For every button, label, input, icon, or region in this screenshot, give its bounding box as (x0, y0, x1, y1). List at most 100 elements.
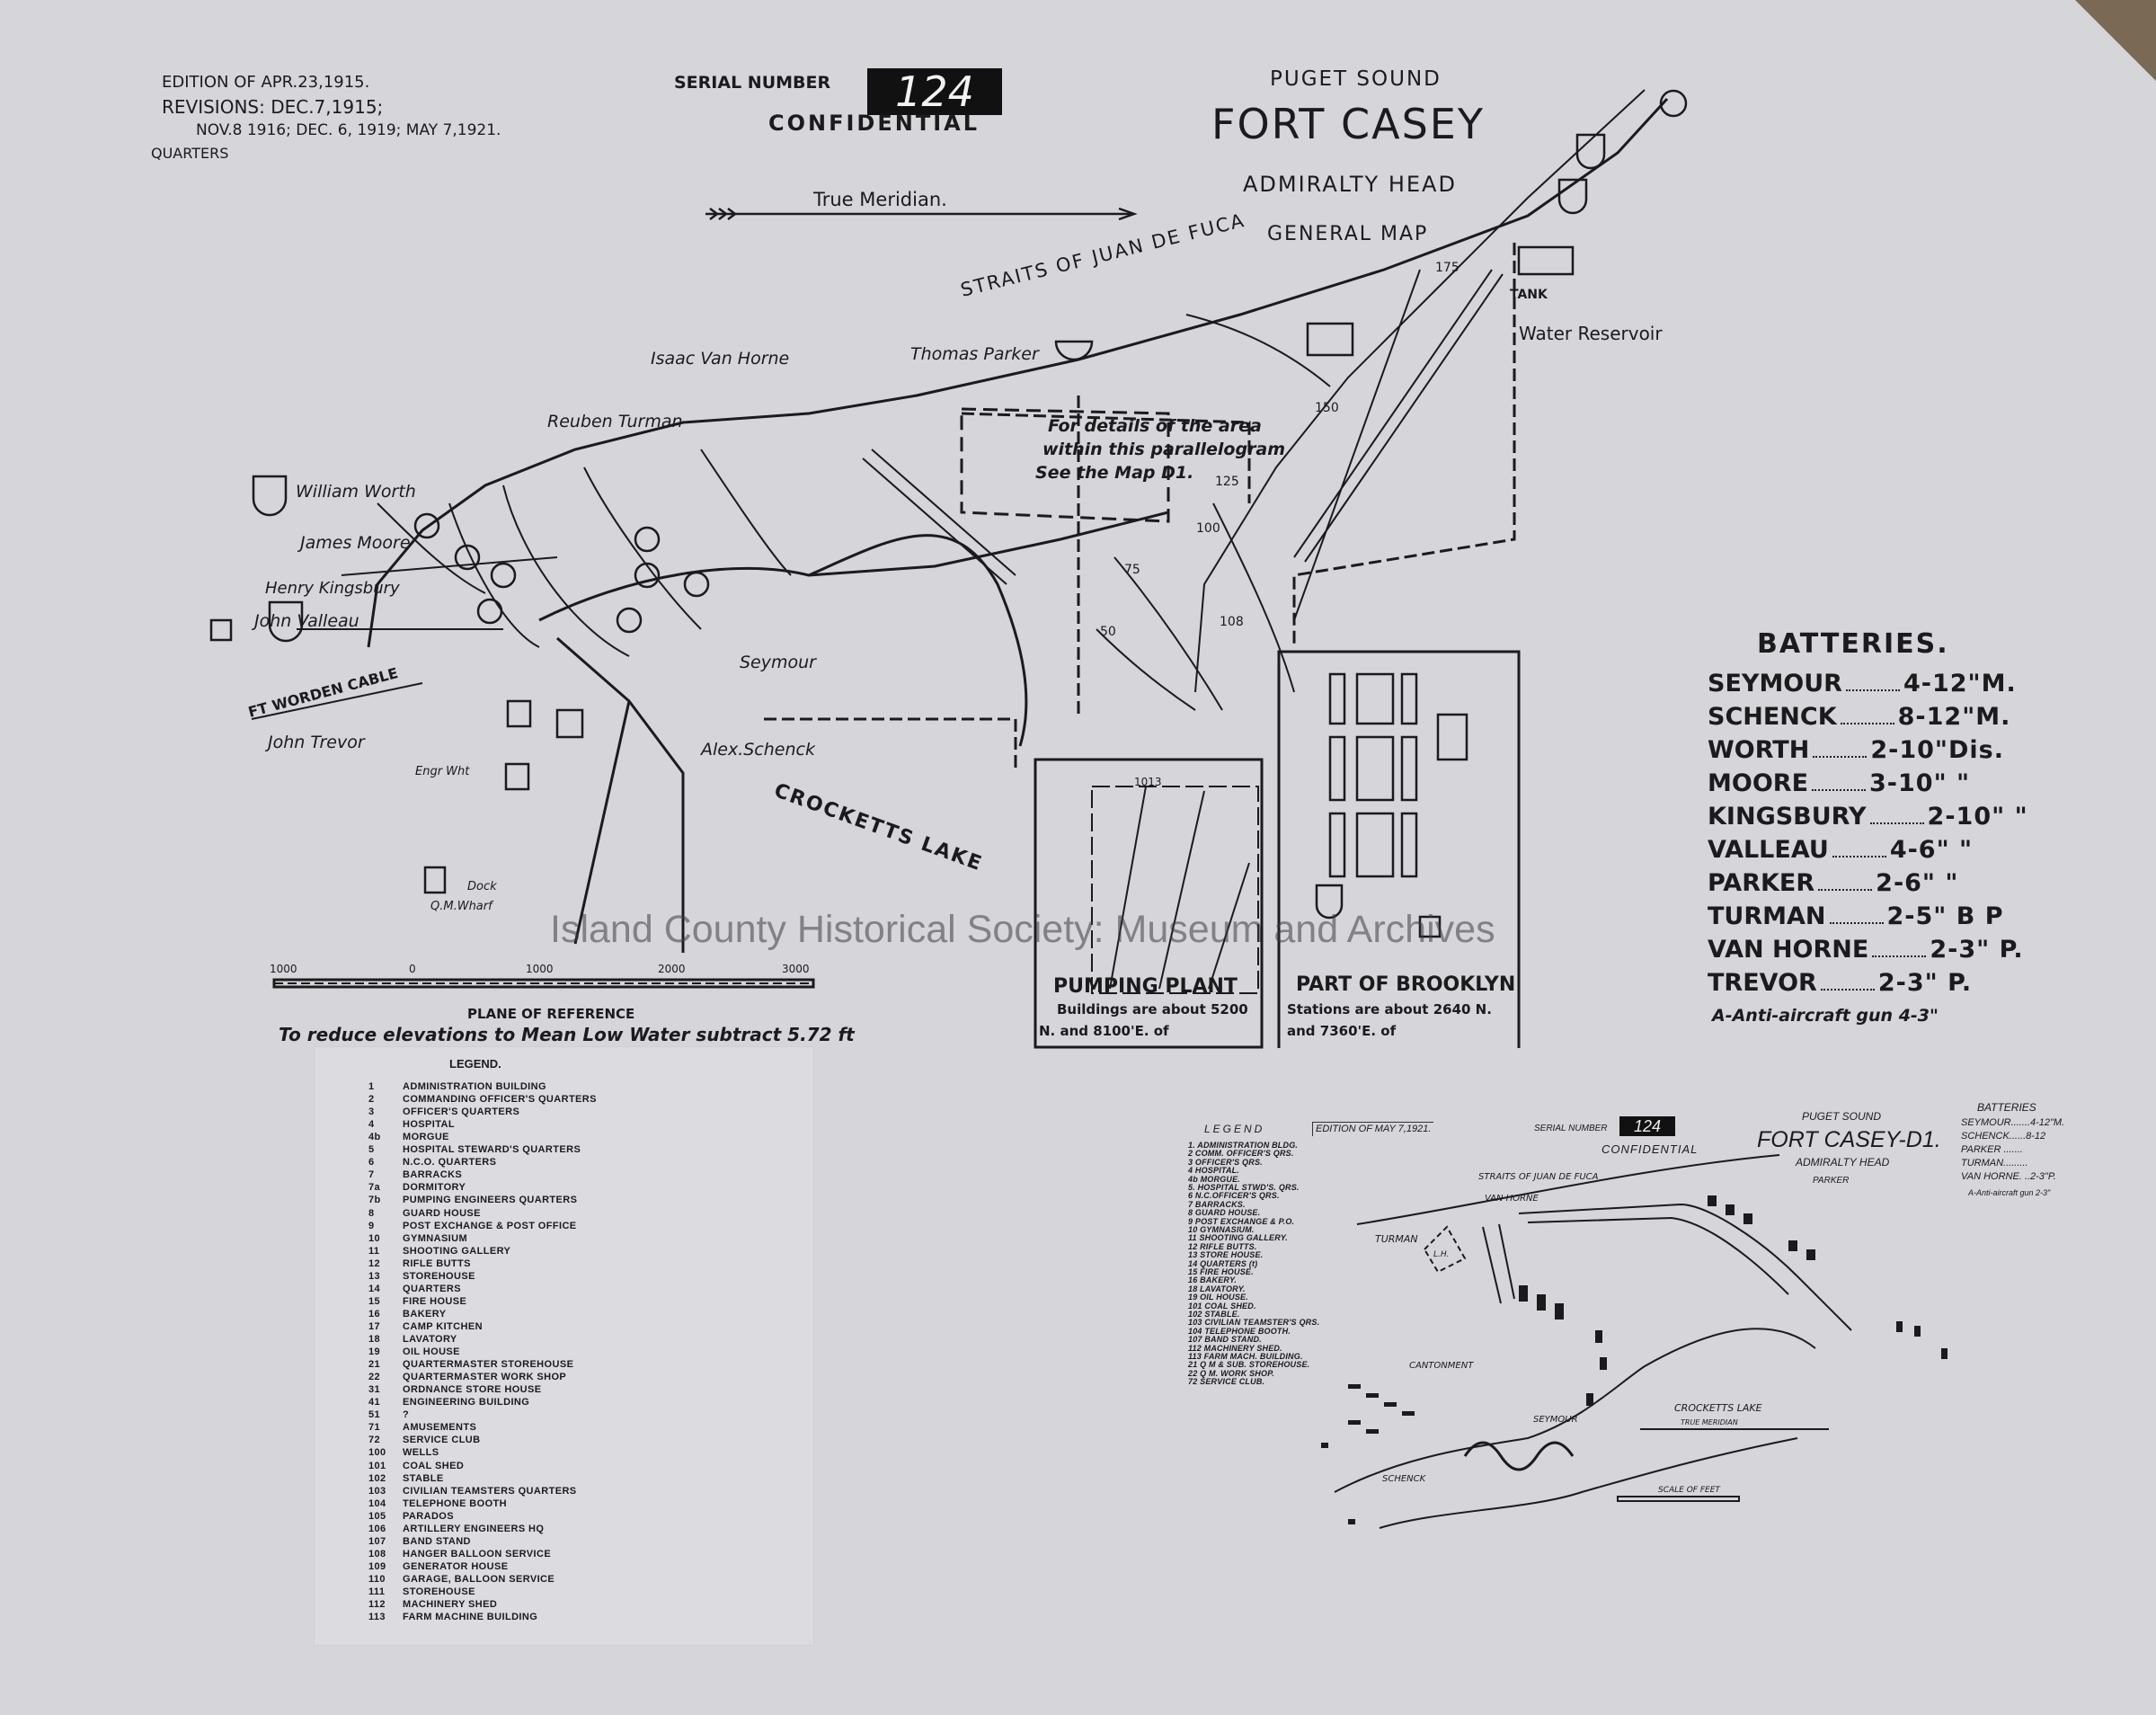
inset-boxes (1034, 650, 1521, 1049)
inset-legend-item: 112 MACHINERY SHED. (1188, 1343, 1282, 1353)
battery-symbols (209, 89, 1688, 894)
legend-item-number: 3 (368, 1106, 375, 1118)
legend-item-number: 22 (368, 1372, 381, 1383)
road-south (556, 636, 685, 953)
batteries-title: BATTERIES. (1757, 628, 1949, 660)
inset-legend-item: 2 COMM. OFFICER'S QRS. (1188, 1149, 1294, 1159)
water-reservoir-label: Water Reservoir (1519, 323, 1663, 344)
scale-tick: 1000 (526, 963, 554, 975)
legend-item-number: 102 (368, 1472, 386, 1484)
battery-circle (490, 562, 517, 589)
inset-battery-row: TURMAN......... (1961, 1158, 2028, 1169)
inset-cantonment-label: CANTONMENT (1409, 1361, 1474, 1371)
road-main (538, 511, 1169, 622)
legend-item-number: 18 (368, 1334, 381, 1345)
inset-legend-item: 16 BAKERY. (1188, 1275, 1238, 1285)
inset-scale-bar (1617, 1496, 1740, 1502)
lake-shore (808, 534, 1028, 747)
pumping-contour-label: 1013 (1134, 776, 1162, 788)
battery-armament: 4-12"M. (1903, 670, 2017, 698)
contour-label: 100 (1196, 521, 1220, 536)
battery-name: VALLEAU (1708, 836, 1829, 864)
legend-item-label: CAMP KITCHEN (403, 1320, 483, 1332)
worth-label: William Worth (296, 482, 416, 502)
double-road (862, 269, 1504, 585)
legend-item-number: 72 (368, 1435, 381, 1446)
details-note-1: For details of the area (1048, 416, 1262, 436)
inset-legend-item: 14 QUARTERS (t) (1188, 1258, 1258, 1268)
legend-item-label: HOSPITAL (403, 1119, 455, 1131)
legend-item-number: 11 (368, 1245, 380, 1257)
parallelogram (960, 407, 1170, 523)
battery-leader (1845, 689, 1900, 691)
legend-item-label: ADMINISTRATION BUILDING (403, 1081, 546, 1092)
anti-aircraft-note: A-Anti-aircraft gun 4-3" (1712, 1006, 1939, 1026)
inset-crocketts-lake-label: CROCKETTS LAKE (1674, 1402, 1762, 1414)
moore-label: James Moore (297, 533, 411, 553)
legend-item-label: ARTILLERY ENGINEERS HQ (403, 1523, 545, 1534)
inset-legend-item: 104 TELEPHONE BOOTH. (1188, 1326, 1291, 1336)
legend-item-label: OFFICER'S QUARTERS (403, 1106, 520, 1118)
map-subtitle: ADMIRALTY HEAD (1243, 172, 1457, 197)
inset-legend-item: 7 BARRACKS. (1188, 1199, 1246, 1209)
inset-roads (1482, 1203, 1852, 1331)
legend-item-label: STABLE (403, 1472, 444, 1484)
battery-leader (1829, 922, 1884, 924)
building-box (555, 708, 584, 739)
legend-item-label: STOREHOUSE (403, 1270, 475, 1282)
legend-item-number: 71 (368, 1422, 381, 1434)
inset-legend-item: 19 OIL HOUSE. (1188, 1293, 1248, 1302)
legend-item-number: 109 (368, 1560, 386, 1572)
inset-serpentine-road (1463, 1441, 1575, 1471)
inset-true-meridian-label: TRUE MERIDIAN (1681, 1418, 1738, 1426)
inset-legend-item: 4 HOSPITAL. (1188, 1166, 1240, 1176)
shield-60-n (1557, 178, 1588, 215)
inset-buildings (1321, 1195, 1947, 1524)
battery-leader (1872, 955, 1927, 957)
details-note-2: within this parallelogram (1043, 440, 1285, 459)
battery-armament: 2-10" " (1927, 803, 2028, 831)
map-type: GENERAL MAP (1267, 223, 1429, 245)
inset-legend-item: 1. ADMINISTRATION BLDG. (1188, 1141, 1299, 1150)
legend-item-label: HANGER BALLOON SERVICE (403, 1548, 552, 1559)
brooklyn-buildings (1315, 672, 1468, 938)
legend-item-label: PARADOS (403, 1510, 454, 1522)
scale-tick: 3000 (782, 963, 810, 975)
battery-name: MOORE (1708, 769, 1809, 797)
legend-item-label: QUARTERS (403, 1283, 461, 1294)
inset-confidential: CONFIDENTIAL (1601, 1142, 1699, 1156)
brooklyn-note-1: Stations are about 2640 N. (1287, 1001, 1492, 1017)
battery-name: SEYMOUR (1708, 670, 1842, 698)
shield-60-n (1575, 133, 1606, 170)
legend-item-label: GUARD HOUSE (403, 1207, 481, 1219)
inset-legend-item: 8 GUARD HOUSE. (1188, 1208, 1261, 1218)
legend-item-label: RIFLE BUTTS (403, 1257, 471, 1269)
region-label: PUGET SOUND (1270, 67, 1442, 91)
b9-b8-building (1306, 322, 1354, 357)
inset-batteries-title: BATTERIES (1977, 1101, 2036, 1114)
legend-item-label: COMMANDING OFFICER'S QUARTERS (403, 1094, 597, 1106)
legend-item-label: GENERATOR HOUSE (403, 1560, 509, 1572)
legend-item-number: 21 (368, 1359, 381, 1371)
legend-item-number: 41 (368, 1397, 381, 1408)
legend-item-label: BARRACKS (403, 1169, 463, 1181)
inset-legend-item: 11 SHOOTING GALLERY. (1188, 1233, 1288, 1243)
inset-seymour-label: SEYMOUR (1533, 1415, 1578, 1425)
legend-item-label: FIRE HOUSE (403, 1295, 467, 1307)
reservation-boundary (764, 243, 1516, 773)
legend-item-number: 6 (368, 1157, 375, 1169)
legend-item-label: CIVILIAN TEAMSTERS QUARTERS (403, 1485, 577, 1497)
map-title: FORT CASEY (1211, 100, 1485, 148)
confidential-label: CONFIDENTIAL (768, 111, 980, 136)
serial-label: SERIAL NUMBER (674, 73, 831, 93)
legend-item-label: WELLS (403, 1447, 439, 1459)
revisions-cont-text: NOV.8 1916; DEC. 6, 1919; MAY 7,1921. (196, 121, 501, 139)
legend-item-label: HOSPITAL STEWARD'S QUARTERS (403, 1144, 581, 1156)
battery-leader (1840, 723, 1894, 724)
legend-item-number: 107 (368, 1535, 386, 1547)
